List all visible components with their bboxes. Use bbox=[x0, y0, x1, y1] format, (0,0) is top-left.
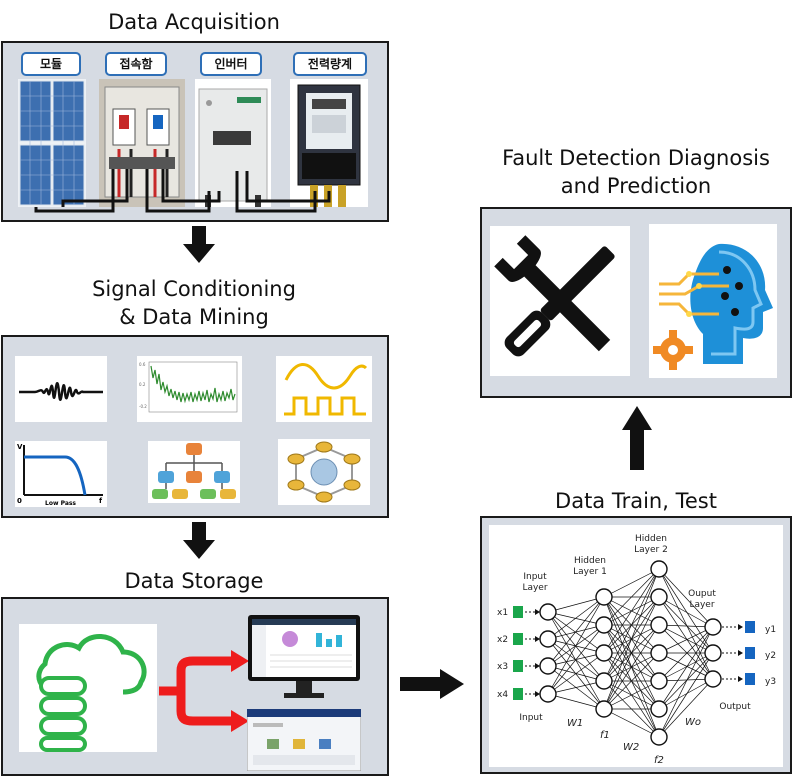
data-network-image bbox=[278, 439, 370, 505]
neural-network-diagram: Input Layer Hidden Layer 1 Hidden Layer … bbox=[489, 525, 783, 767]
hidden1-label-2: Layer 1 bbox=[573, 567, 607, 577]
power-meter-image bbox=[290, 79, 368, 207]
neuron-node bbox=[595, 700, 613, 718]
fault-panel bbox=[480, 207, 792, 398]
input-x3-label: x3 bbox=[497, 662, 508, 672]
neuron-node bbox=[539, 657, 557, 675]
input-node-square bbox=[513, 633, 523, 645]
fault-title-line1: Fault Detection Diagnosis bbox=[502, 146, 770, 170]
storage-title: Data Storage bbox=[124, 569, 264, 593]
acquisition-panel: 모듈 접속함 인버터 전력량계 bbox=[1, 41, 389, 222]
svg-text:0.6: 0.6 bbox=[139, 362, 146, 367]
output-y1-label: y1 bbox=[765, 625, 776, 635]
axis-zero-label: 0 bbox=[17, 497, 22, 505]
monitor-dashboard-image bbox=[248, 615, 360, 698]
neuron-node bbox=[539, 603, 557, 621]
neuron-node bbox=[704, 618, 722, 636]
wiring-lines bbox=[34, 169, 331, 213]
ai-head-icon bbox=[649, 224, 777, 378]
input-x4-label: x4 bbox=[497, 690, 508, 700]
wrench-screwdriver-icon bbox=[490, 226, 630, 376]
right-arrow bbox=[400, 669, 464, 699]
neuron-node bbox=[539, 630, 557, 648]
storage-panel bbox=[1, 597, 389, 776]
low-pass-filter-image: V 0 f Low Pass bbox=[15, 441, 107, 507]
weight-w1-label: W1 bbox=[567, 718, 583, 729]
inverter-image bbox=[195, 79, 271, 207]
neuron-node bbox=[595, 644, 613, 662]
conditioning-panel: 0.6 0.2 -0.2 V 0 f Low Pass bbox=[1, 335, 389, 518]
input-layer-label-2: Layer bbox=[522, 583, 547, 593]
down-arrow-2 bbox=[183, 522, 215, 559]
sine-square-signal-image bbox=[276, 356, 372, 422]
neuron-node bbox=[650, 560, 668, 578]
output-node-square bbox=[745, 673, 755, 685]
branch-arrow-red bbox=[159, 650, 249, 732]
output-node-square bbox=[745, 647, 755, 659]
input-node-square bbox=[513, 606, 523, 618]
neuron-node bbox=[704, 670, 722, 688]
train-title: Data Train, Test bbox=[555, 489, 717, 513]
hidden2-label: Hidden bbox=[635, 534, 667, 544]
neuron-node bbox=[650, 616, 668, 634]
solar-panel-image bbox=[18, 79, 86, 207]
neuron-node bbox=[650, 700, 668, 718]
tag-module: 모듈 bbox=[21, 52, 81, 76]
neuron-node bbox=[595, 672, 613, 690]
output-y2-label: y2 bbox=[765, 651, 776, 661]
axis-v-label: V bbox=[17, 443, 23, 451]
neuron-node bbox=[595, 616, 613, 634]
low-pass-label: Low Pass bbox=[45, 500, 76, 507]
neuron-node bbox=[650, 672, 668, 690]
input-node-square bbox=[513, 688, 523, 700]
neuron-node bbox=[704, 644, 722, 662]
output-node-square bbox=[745, 621, 755, 633]
output-layer-label-2: Layer bbox=[689, 600, 714, 610]
acquisition-title: Data Acquisition bbox=[108, 10, 280, 34]
tag-junction-box: 접속함 bbox=[105, 52, 167, 76]
input-x1-label: x1 bbox=[497, 608, 508, 618]
junction-box-image bbox=[99, 79, 185, 207]
input-bottom-label: Input bbox=[519, 713, 543, 723]
noisy-signal-plot: 0.6 0.2 -0.2 bbox=[137, 356, 242, 422]
tag-power-meter: 전력량계 bbox=[293, 52, 367, 76]
cloud-database-icon bbox=[19, 624, 157, 752]
neuron-node bbox=[650, 728, 668, 746]
svg-text:-0.2: -0.2 bbox=[139, 404, 147, 409]
weight-w2-label: W2 bbox=[623, 742, 639, 753]
conditioning-title-line2: & Data Mining bbox=[119, 305, 269, 329]
hidden1-label: Hidden bbox=[574, 556, 606, 566]
input-x2-label: x2 bbox=[497, 635, 508, 645]
output-layer-label: Ouput bbox=[688, 589, 716, 599]
wavelet-image bbox=[15, 356, 107, 422]
weight-wo-label: Wo bbox=[685, 717, 701, 728]
input-node-square bbox=[513, 660, 523, 672]
up-arrow bbox=[622, 406, 652, 470]
svg-text:0.2: 0.2 bbox=[139, 382, 146, 387]
fault-title-line2: and Prediction bbox=[560, 174, 712, 198]
activation-f1-label: f1 bbox=[600, 730, 610, 741]
conditioning-title-line1: Signal Conditioning bbox=[92, 277, 296, 301]
input-layer-label: Input bbox=[523, 572, 547, 582]
output-bottom-label: Output bbox=[719, 702, 751, 712]
neuron-node bbox=[650, 644, 668, 662]
neuron-node bbox=[595, 588, 613, 606]
output-y3-label: y3 bbox=[765, 677, 776, 687]
axis-f-label: f bbox=[99, 497, 103, 505]
train-panel: Input Layer Hidden Layer 1 Hidden Layer … bbox=[480, 516, 792, 774]
database-tree-image bbox=[148, 441, 240, 503]
activation-f2-label: f2 bbox=[654, 755, 664, 766]
web-screen-image bbox=[247, 709, 361, 771]
neuron-node bbox=[539, 685, 557, 703]
neuron-node bbox=[650, 588, 668, 606]
down-arrow-1 bbox=[183, 226, 215, 263]
hidden2-label-2: Layer 2 bbox=[634, 545, 668, 555]
tag-inverter: 인버터 bbox=[200, 52, 262, 76]
